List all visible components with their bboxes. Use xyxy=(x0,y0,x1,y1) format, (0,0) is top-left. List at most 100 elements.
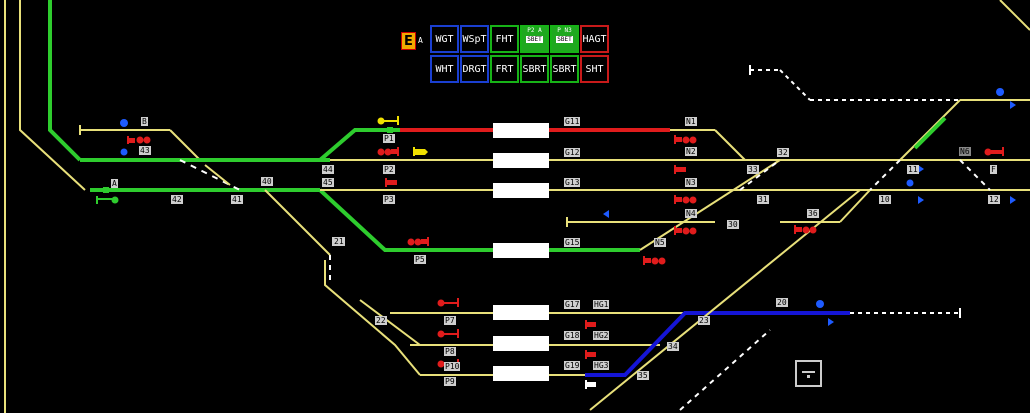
route-green-upper-switch[interactable] xyxy=(913,116,947,150)
wht-button[interactable]: WHT xyxy=(430,55,459,83)
label-n4: N4 xyxy=(685,209,697,218)
track-switch-p8[interactable] xyxy=(359,299,421,346)
label-g18: G18 xyxy=(564,331,581,340)
switch-p1-east[interactable] xyxy=(714,129,746,161)
route-green-to-p5[interactable] xyxy=(318,188,640,252)
crossover-31 xyxy=(739,159,781,191)
signal-red-p3[interactable] xyxy=(385,178,397,187)
sbet-p2a-label: P2 A xyxy=(527,27,542,34)
signal-yellow-p1[interactable] xyxy=(377,116,400,125)
label-43: 43 xyxy=(139,146,151,155)
sbrt-button-1[interactable]: SBRT xyxy=(520,55,549,83)
signal-red-43[interactable] xyxy=(127,136,151,144)
signal-red-p2[interactable] xyxy=(377,147,400,156)
signal-green-a[interactable] xyxy=(96,196,119,204)
signal-blue-upper[interactable] xyxy=(996,88,1005,96)
label-35: 35 xyxy=(637,371,649,380)
signal-red-n3[interactable] xyxy=(674,195,697,204)
track-b-switch[interactable] xyxy=(169,129,201,161)
signal-red-p5[interactable] xyxy=(407,237,430,246)
signal-red-n1[interactable] xyxy=(674,135,697,144)
wgt-button[interactable]: WGT xyxy=(430,25,459,53)
signal-red-n5[interactable] xyxy=(643,256,666,265)
drgt-button[interactable]: DRGT xyxy=(460,55,489,83)
sbet-p2a-sub: SBET xyxy=(526,36,543,43)
label-11: 11 xyxy=(907,165,919,174)
label-hg1: HG1 xyxy=(593,300,610,309)
label-41: 41 xyxy=(231,195,243,204)
track-dashed-diagonal xyxy=(679,329,771,411)
label-32: 32 xyxy=(777,148,789,157)
track-long-diagonal[interactable] xyxy=(589,189,861,411)
label-p1: P1 xyxy=(383,134,395,143)
label-p7: P7 xyxy=(444,316,456,325)
fht-button[interactable]: FHT xyxy=(490,25,519,53)
platform-g13 xyxy=(493,183,549,198)
signal-blue-b[interactable] xyxy=(120,119,128,127)
label-g19: G19 xyxy=(564,361,581,370)
label-33: 33 xyxy=(747,165,759,174)
label-34: 34 xyxy=(667,342,679,351)
track-diag-n5[interactable] xyxy=(639,159,781,251)
signal-red-p8[interactable] xyxy=(437,329,460,338)
label-45: 45 xyxy=(322,178,334,187)
platform-g11 xyxy=(493,123,549,138)
signal-white-g19[interactable] xyxy=(585,380,587,389)
crossover-10 xyxy=(869,159,901,191)
signal-yellow-p2[interactable] xyxy=(413,147,428,156)
switch-36[interactable] xyxy=(839,189,871,223)
label-31: 31 xyxy=(757,195,769,204)
menu-icon[interactable] xyxy=(795,360,822,387)
marker-p1 xyxy=(387,127,393,133)
sbrt-button-2[interactable]: SBRT xyxy=(550,55,579,83)
signal-blue-10[interactable] xyxy=(918,165,924,173)
route-green-to-p1[interactable] xyxy=(318,128,400,162)
signal-blue-12[interactable] xyxy=(1010,196,1016,204)
track-diag-30[interactable] xyxy=(264,189,331,256)
signal-blue-n4[interactable] xyxy=(603,210,609,218)
track-curve-lower-west[interactable] xyxy=(324,260,421,376)
signal-blue-11-east[interactable] xyxy=(918,196,924,204)
signal-blue-25-east[interactable] xyxy=(828,318,834,326)
label-p8: P8 xyxy=(444,347,456,356)
label-p9: P9 xyxy=(444,377,456,386)
label-g13: G13 xyxy=(564,178,581,187)
signal-blue-upper-east[interactable] xyxy=(1010,101,1016,109)
sbet-pn3-sub: SBET xyxy=(556,36,573,43)
label-42: 42 xyxy=(171,195,183,204)
wspt-button[interactable]: WSpT xyxy=(460,25,489,53)
signal-blue-25[interactable] xyxy=(816,300,824,308)
sbet-p2a-button[interactable]: P2 A SBET xyxy=(520,25,549,53)
sht-button[interactable]: SHT xyxy=(580,55,609,83)
track-left-outer-curve[interactable] xyxy=(19,0,86,191)
signal-red-f[interactable] xyxy=(984,147,1005,156)
hagt-button[interactable]: HAGT xyxy=(580,25,609,53)
frt-button[interactable]: FRT xyxy=(490,55,519,83)
label-30: 30 xyxy=(727,220,739,229)
signal-red-g18[interactable] xyxy=(585,350,587,359)
route-green-left-vertical[interactable] xyxy=(48,0,82,162)
crossover-f xyxy=(959,159,991,191)
label-n1: N1 xyxy=(685,117,697,126)
signal-red-n2[interactable] xyxy=(674,165,686,174)
crossover-42-41[interactable] xyxy=(179,159,241,191)
label-36: 36 xyxy=(807,209,819,218)
signal-blue-11[interactable] xyxy=(906,179,914,187)
sbet-pn3-button[interactable]: P N3 SBET xyxy=(550,25,579,53)
signal-red-n4[interactable] xyxy=(674,226,697,235)
switch-upper[interactable] xyxy=(899,99,961,161)
label-12: 12 xyxy=(988,195,1000,204)
route-blue-p9-to-25[interactable] xyxy=(585,311,850,377)
signal-red-p7[interactable] xyxy=(437,298,460,307)
e-badge[interactable]: E xyxy=(401,32,416,50)
label-n6: N6 xyxy=(959,147,971,156)
signal-red-g17[interactable] xyxy=(585,320,587,329)
signals xyxy=(96,88,1016,389)
signal-blue-43[interactable] xyxy=(120,148,128,156)
platform-g15 xyxy=(493,243,549,258)
e-badge-sub: A xyxy=(418,36,423,45)
label-p2: P2 xyxy=(383,165,395,174)
signal-red-36[interactable] xyxy=(794,225,817,234)
signal-white-g19-head xyxy=(587,382,596,387)
label-p3: P3 xyxy=(383,195,395,204)
